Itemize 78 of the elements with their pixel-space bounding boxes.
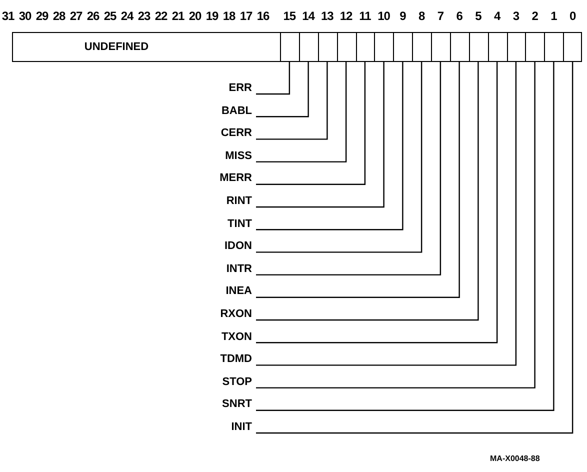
- bit-cell: [563, 32, 582, 62]
- bit-number: 15: [282, 10, 297, 23]
- bit-cell: [431, 32, 450, 62]
- bit-number: 20: [188, 10, 202, 23]
- leader-line: [256, 62, 347, 162]
- bit-cell: [506, 32, 526, 62]
- bit-number: 24: [120, 10, 135, 23]
- bit-cell: [544, 32, 564, 62]
- bit-name: TDMD: [200, 353, 252, 366]
- bit-number: 14: [301, 10, 316, 23]
- bit-name: RXON: [200, 308, 252, 321]
- bit-number: 16: [256, 10, 270, 23]
- bit-number: 28: [52, 10, 66, 23]
- bit-cell: [298, 32, 318, 62]
- leader-line: [256, 62, 442, 276]
- bit-number: 8: [417, 10, 426, 23]
- leader-line: [256, 62, 309, 118]
- bit-number: 29: [34, 10, 50, 23]
- bit-name: MISS: [200, 150, 252, 163]
- bit-cell: [356, 32, 374, 62]
- bit-name: RINT: [200, 195, 252, 208]
- bit-cell: [450, 32, 469, 62]
- bit-name: INEA: [200, 285, 252, 298]
- leader-line: [256, 62, 479, 321]
- bit-cell: [374, 32, 394, 62]
- bit-name: INTR: [200, 262, 252, 276]
- bit-cell: [488, 32, 506, 62]
- leader-line: [256, 62, 290, 95]
- bit-cell: [468, 32, 488, 62]
- bit-number: 11: [358, 10, 372, 23]
- bit-number: 26: [86, 10, 100, 23]
- bit-number: 13: [320, 10, 334, 23]
- bit-number: 0: [568, 10, 577, 23]
- bit-number: 18: [222, 10, 236, 23]
- bit-cell: [318, 32, 337, 62]
- leader-line: [256, 62, 460, 298]
- bit-number: 30: [18, 10, 32, 23]
- bit-number: 27: [68, 10, 84, 23]
- bit-cell: [336, 32, 356, 62]
- bit-name: STOP: [200, 376, 252, 389]
- bit-number: 4: [492, 10, 502, 23]
- bit-number: 23: [136, 10, 152, 23]
- bit-cell: [412, 32, 431, 62]
- register-field: [12, 32, 280, 62]
- bit-number: 25: [102, 10, 118, 23]
- bit-number: 10: [376, 10, 391, 23]
- leader-line: [256, 62, 366, 185]
- bit-number: 2: [530, 10, 539, 23]
- bit-number: 5: [474, 10, 482, 23]
- bit-name: SNRT: [200, 398, 252, 412]
- leader-line: [256, 62, 328, 140]
- bit-number: 21: [170, 10, 186, 23]
- bit-number: 1: [550, 10, 558, 23]
- bit-name: ERR: [200, 82, 252, 95]
- bit-name: MERR: [200, 172, 252, 186]
- bit-name: INIT: [200, 421, 252, 434]
- figure-id: MA-X0048-88: [490, 453, 540, 465]
- leader-line: [256, 62, 422, 253]
- bit-cell: [280, 32, 299, 62]
- bit-number: 12: [338, 10, 354, 23]
- leader-line: [256, 62, 404, 230]
- leader-line: [256, 62, 384, 208]
- bit-number: 9: [398, 10, 407, 23]
- bit-number: 6: [455, 10, 464, 23]
- bit-name: BABL: [200, 104, 252, 118]
- bit-number: 17: [238, 10, 254, 23]
- bit-cell: [525, 32, 544, 62]
- bit-name: TINT: [200, 218, 252, 231]
- bit-number: 31: [0, 10, 16, 23]
- bit-number: 22: [154, 10, 168, 23]
- bit-name: CERR: [200, 127, 252, 140]
- bit-number: 7: [436, 10, 445, 23]
- field-name: UNDEFINED: [84, 40, 149, 54]
- bit-name: IDON: [200, 240, 252, 254]
- bit-name: TXON: [200, 330, 252, 344]
- bit-number: 3: [512, 10, 520, 23]
- bit-number: 19: [204, 10, 220, 23]
- bit-cell: [393, 32, 412, 62]
